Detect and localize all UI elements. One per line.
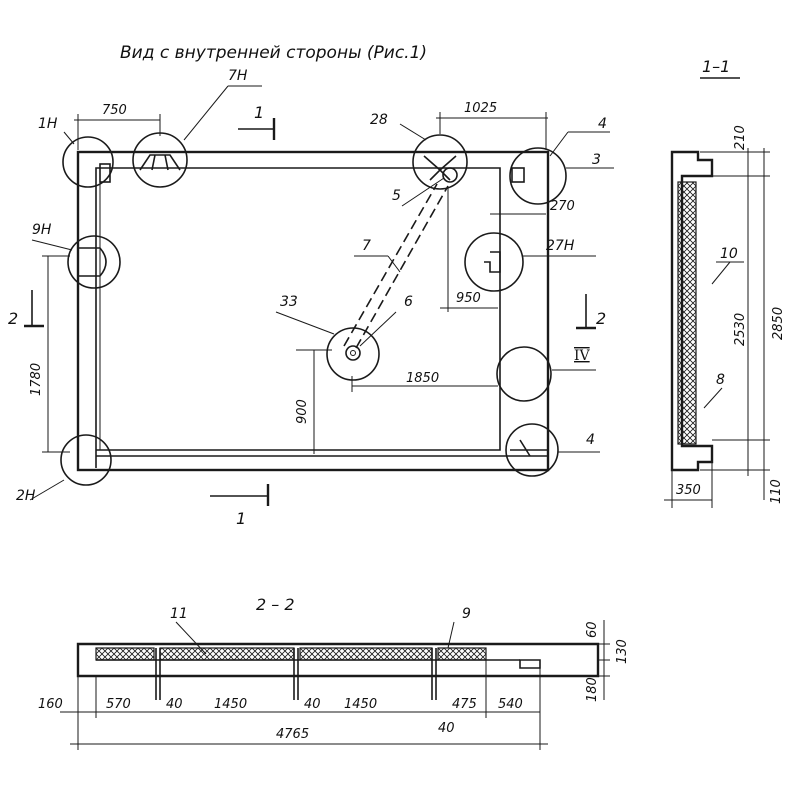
callout-circle-4-bottom bbox=[505, 423, 559, 477]
insulation-4 bbox=[437, 647, 487, 661]
dim-40b: 40 bbox=[304, 697, 321, 712]
dim-540: 540 bbox=[498, 697, 523, 712]
dim-750: 750 bbox=[102, 103, 127, 118]
anchor-1H bbox=[99, 163, 111, 183]
label-2H: 2Н bbox=[16, 488, 36, 504]
lift-loop-5 bbox=[442, 167, 458, 183]
label-9H: 9Н bbox=[32, 222, 52, 238]
callout-circle-1H bbox=[62, 136, 114, 188]
dim-1780: 1780 bbox=[29, 363, 44, 396]
dim-60: 60 bbox=[585, 621, 600, 638]
label-8: 8 bbox=[716, 372, 725, 388]
label-3: 3 bbox=[592, 152, 601, 168]
dim-4765: 4765 bbox=[276, 727, 309, 742]
insulation-1 bbox=[95, 647, 155, 661]
lift-point-6 bbox=[345, 345, 361, 361]
dim-40c: 40 bbox=[438, 721, 455, 736]
leader-6 bbox=[359, 311, 397, 347]
dashed-tie-a bbox=[343, 183, 438, 347]
label-27H: 27Н bbox=[546, 238, 575, 254]
label-IV: IV bbox=[574, 348, 591, 364]
label-7H: 7Н bbox=[228, 68, 248, 84]
callout-circle-4-top bbox=[509, 147, 567, 205]
label-10: 10 bbox=[720, 246, 738, 262]
leader-9H bbox=[31, 239, 73, 251]
leader-7H bbox=[183, 85, 229, 141]
anchor-4-top bbox=[511, 167, 525, 183]
label-5: 5 bbox=[392, 188, 401, 204]
dim-160: 160 bbox=[38, 697, 63, 712]
dim-1850: 1850 bbox=[406, 371, 439, 386]
anchor-9H bbox=[78, 247, 107, 277]
callout-circle-IV bbox=[496, 346, 552, 402]
leader-10 bbox=[711, 261, 731, 285]
insulation-2 bbox=[159, 647, 295, 661]
leader-9 bbox=[447, 621, 455, 649]
callout-circle-2H bbox=[60, 434, 112, 486]
dim-210: 210 bbox=[733, 125, 748, 150]
dim-475: 475 bbox=[452, 697, 477, 712]
dim-2530: 2530 bbox=[733, 313, 748, 346]
section-1-1-title: 1–1 bbox=[702, 57, 730, 76]
label-33: 33 bbox=[280, 294, 298, 310]
lift-point-6-core bbox=[350, 350, 356, 356]
callout-circle-9H bbox=[67, 235, 121, 289]
dim-950: 950 bbox=[456, 291, 481, 306]
label-28: 28 bbox=[370, 112, 388, 128]
dim-2850: 2850 bbox=[771, 307, 786, 340]
dim-900: 900 bbox=[295, 399, 310, 424]
dim-350: 350 bbox=[676, 483, 701, 498]
front-view: 1Н 7Н 28 4 3 5 7 9Н 27Н 33 6 IV 4 2Н 750… bbox=[8, 68, 614, 528]
cut-label-1-top: 1 bbox=[254, 103, 264, 122]
dim-270: 270 bbox=[550, 199, 575, 214]
cut-label-2-left: 2 bbox=[8, 309, 18, 328]
panel-inner-frame bbox=[95, 167, 501, 468]
label-6: 6 bbox=[404, 294, 413, 310]
dim-40a: 40 bbox=[166, 697, 183, 712]
leader-11 bbox=[175, 621, 207, 655]
leader-8 bbox=[703, 387, 723, 409]
label-4-bottom: 4 bbox=[586, 432, 595, 448]
label-9: 9 bbox=[462, 606, 471, 622]
section-2-2-title: 2 – 2 bbox=[256, 595, 295, 614]
leader-33 bbox=[275, 311, 335, 335]
label-1H: 1Н bbox=[38, 116, 58, 132]
callout-circle-27H bbox=[464, 232, 524, 292]
cut-label-2-right: 2 bbox=[596, 309, 606, 328]
dim-1450b: 1450 bbox=[344, 697, 377, 712]
anchor-7H bbox=[139, 154, 181, 171]
section-2-2: 2 – 2 11 9 60 130 180 160 570 40 bbox=[38, 595, 630, 750]
panel-outer-frame bbox=[76, 150, 550, 472]
leader-2H bbox=[29, 479, 65, 501]
leader-5 bbox=[401, 177, 445, 207]
anchor-4-bottom bbox=[510, 439, 548, 457]
section-1-1: 1–1 210 2530 2850 350 110 10 8 bbox=[664, 57, 786, 508]
side-profile bbox=[670, 150, 714, 472]
label-11: 11 bbox=[170, 606, 188, 622]
dim-1025: 1025 bbox=[464, 101, 497, 116]
callout-circle-28 bbox=[412, 134, 468, 190]
leader-4-top bbox=[549, 131, 569, 157]
drawing-title: Вид с внутренней стороны (Рис.1) bbox=[120, 43, 427, 63]
cut-label-1-bottom: 1 bbox=[236, 509, 246, 528]
leader-28 bbox=[399, 123, 427, 141]
label-4-top: 4 bbox=[598, 116, 607, 132]
end-step bbox=[519, 659, 541, 669]
dim-180: 180 bbox=[585, 677, 600, 702]
anchor-28 bbox=[423, 155, 457, 181]
insulation-3 bbox=[299, 647, 433, 661]
callout-circle-33 bbox=[326, 327, 380, 381]
dim-1450a: 1450 bbox=[214, 697, 247, 712]
dim-130: 130 bbox=[615, 639, 630, 664]
dim-570: 570 bbox=[106, 697, 131, 712]
anchor-27H bbox=[484, 251, 501, 273]
leader-1H bbox=[63, 131, 75, 145]
leader-7-slant bbox=[387, 255, 401, 273]
dim-110: 110 bbox=[769, 479, 784, 504]
dashed-tie-b bbox=[355, 185, 449, 349]
side-insulation bbox=[677, 181, 697, 445]
label-7: 7 bbox=[362, 238, 371, 254]
callout-circle-7H bbox=[132, 132, 188, 188]
